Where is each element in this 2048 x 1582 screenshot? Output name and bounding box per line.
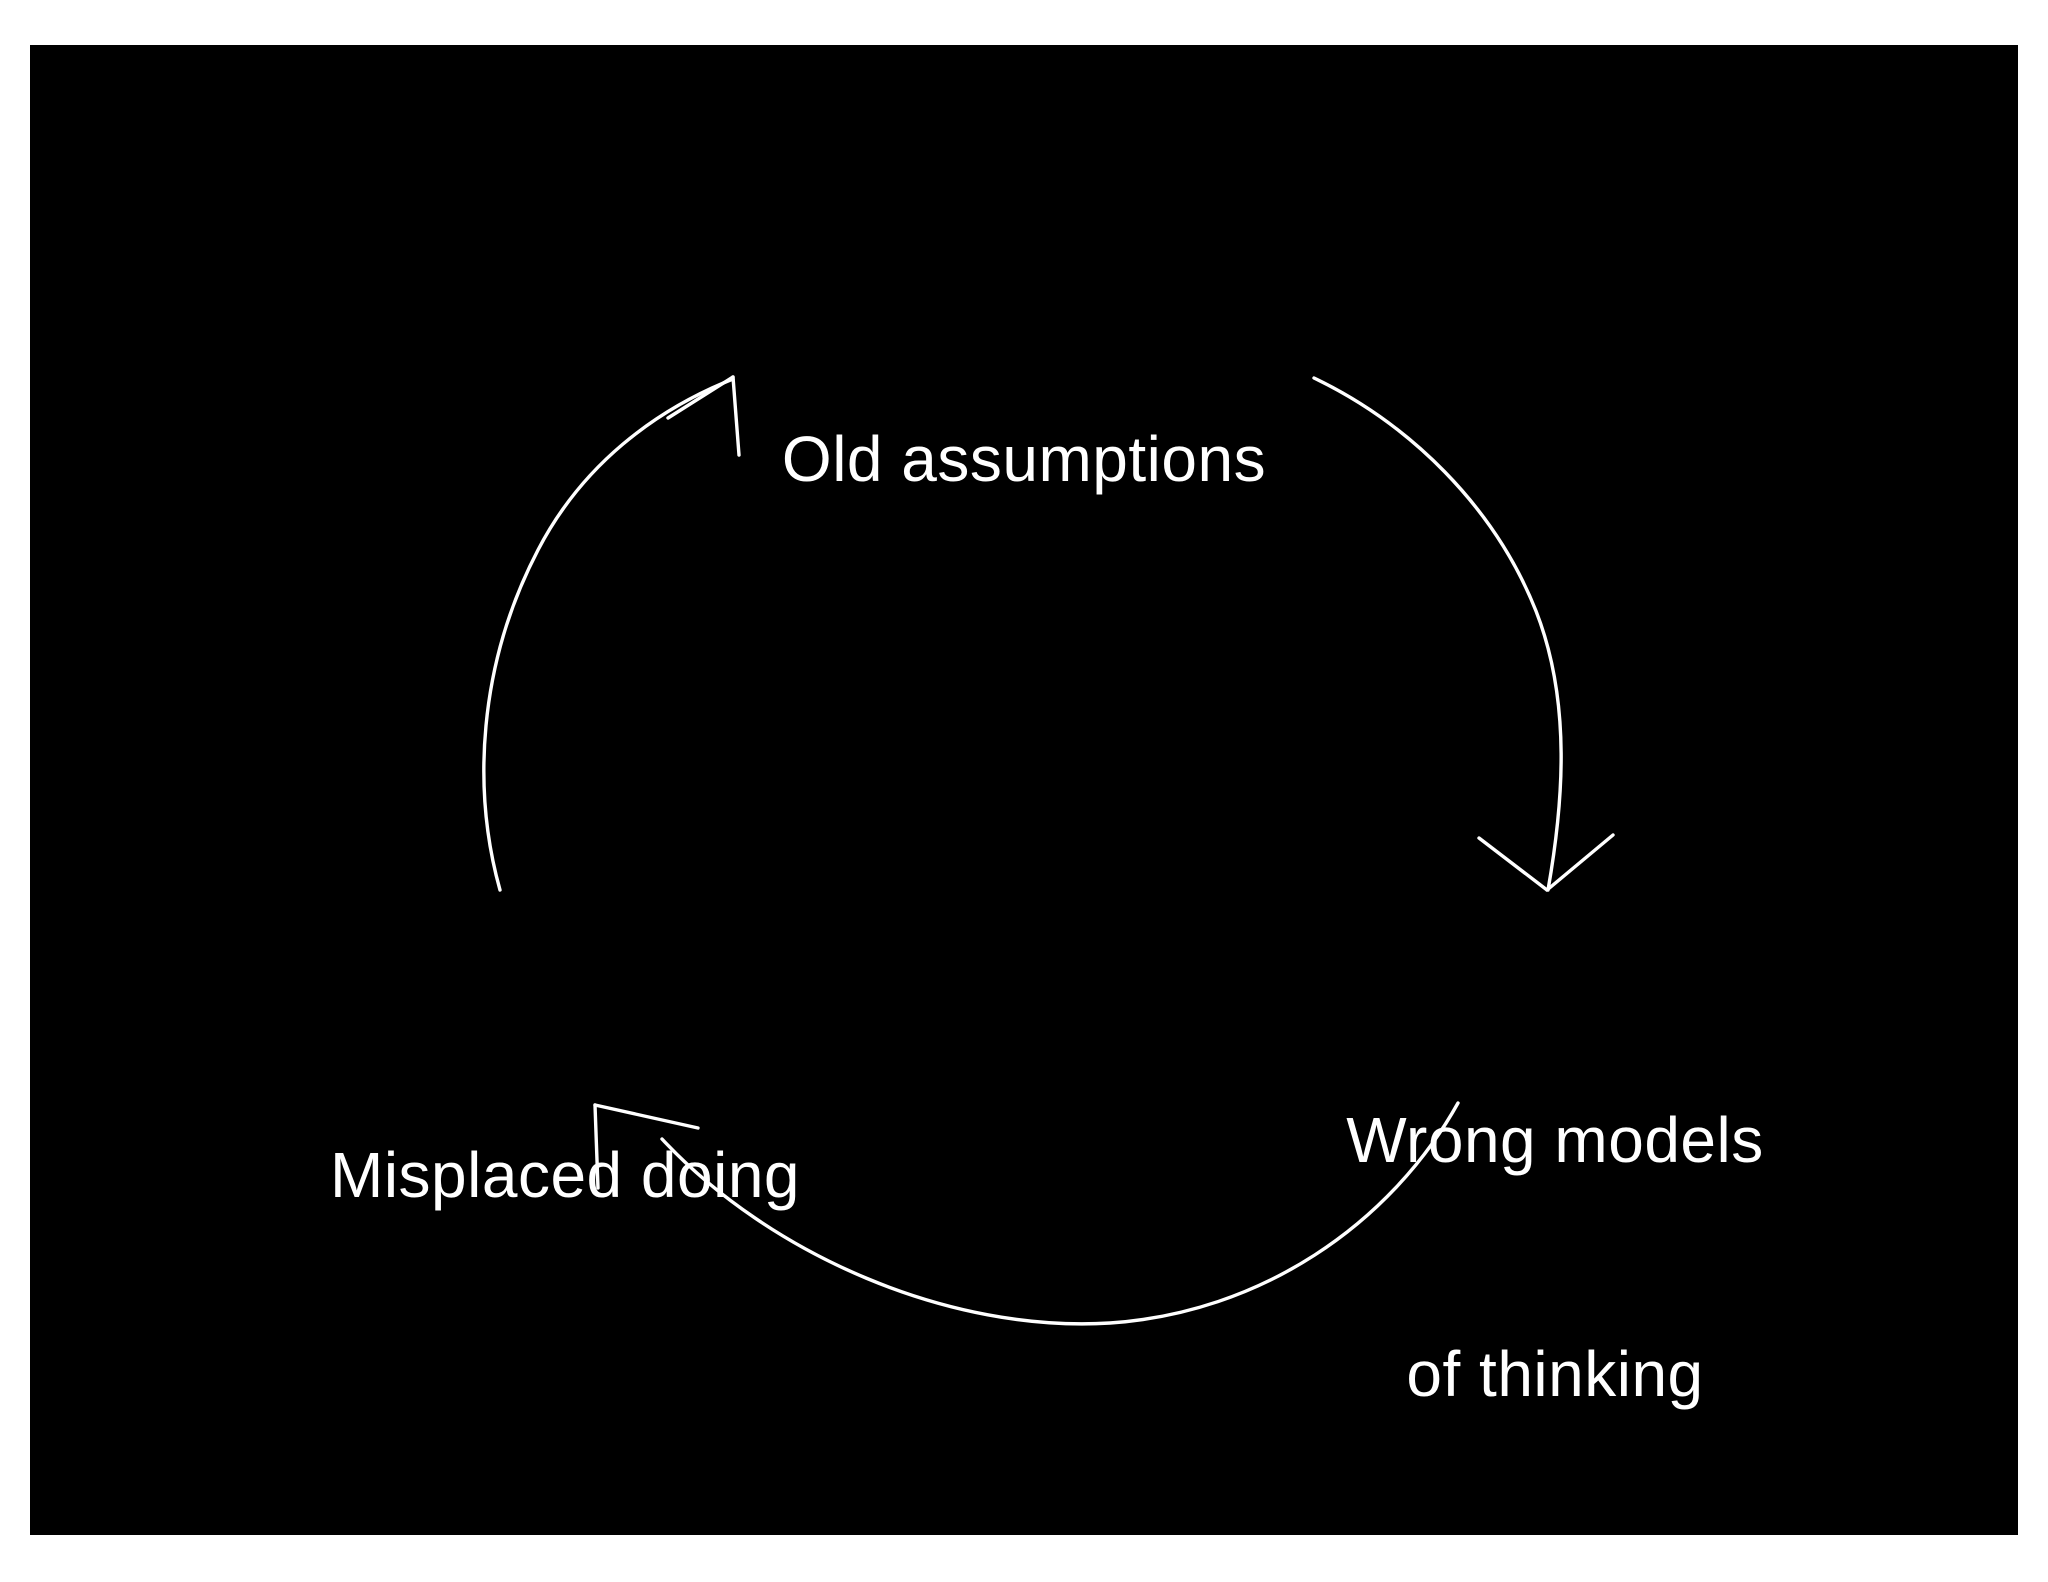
cycle-node-old-assumptions-label: Old assumptions xyxy=(781,423,1267,495)
cycle-node-wrong-models-label-line-1: Wrong models xyxy=(1346,1104,1764,1176)
arrow-left-to-top xyxy=(482,375,741,892)
arrow-right-to-left-head-barb-upper xyxy=(593,1103,700,1130)
arrow-top-to-right-shaft xyxy=(1312,376,1563,892)
cycle-node-old-assumptions: Old assumptions xyxy=(30,264,2018,654)
arrow-top-to-right-head-barb-left xyxy=(1477,836,1549,892)
cycle-diagram-svg xyxy=(482,375,1615,1326)
cycle-node-misplaced-doing: Misplaced doing xyxy=(155,980,975,1370)
arrow-right-to-left xyxy=(593,1101,1460,1326)
arrow-top-to-right xyxy=(1312,376,1615,892)
cycle-node-wrong-models-of-thinking: Wrong models of thinking xyxy=(1145,945,1965,1535)
arrow-left-to-top-head-barb-right xyxy=(731,375,741,457)
arrow-top-to-right-head-barb-right xyxy=(1545,833,1615,892)
slide-area: Old assumptions Wrong models of thinking… xyxy=(30,45,2018,1535)
arrow-right-to-left-head-barb-lower xyxy=(593,1103,600,1190)
arrow-left-to-top-head-barb-left xyxy=(666,375,735,420)
cycle-node-misplaced-doing-label: Misplaced doing xyxy=(330,1139,800,1211)
arrow-right-to-left-shaft xyxy=(660,1101,1460,1326)
arrow-left-to-top-shaft xyxy=(482,377,735,892)
cycle-node-wrong-models-label-line-2: of thinking xyxy=(1406,1338,1704,1410)
